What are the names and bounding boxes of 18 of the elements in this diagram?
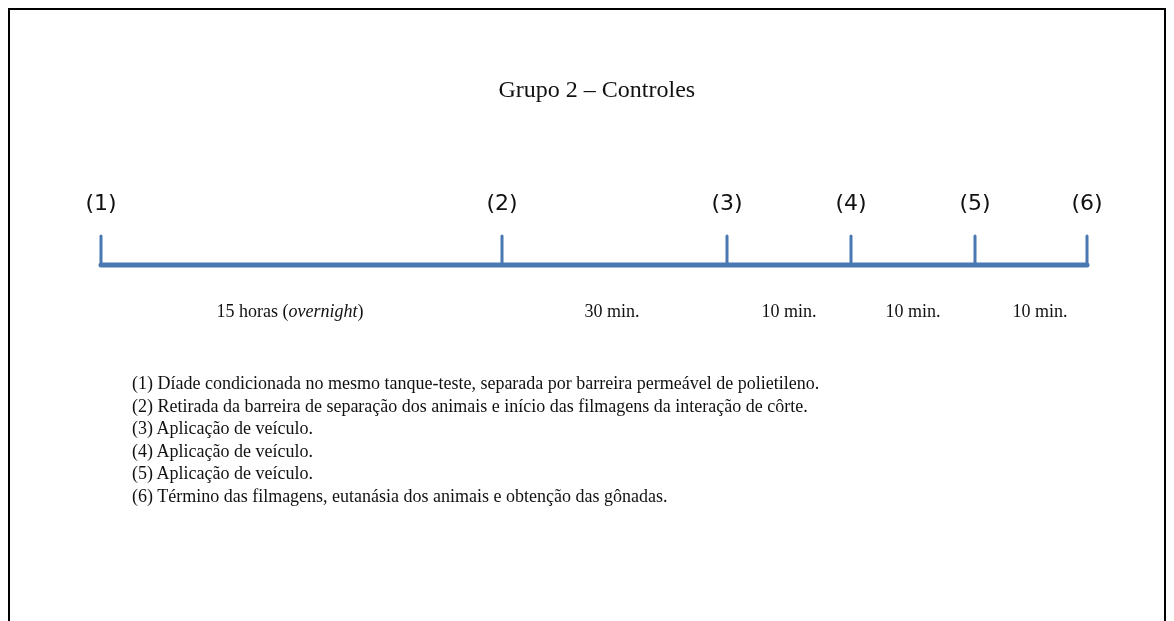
tick-number: (1) [85,190,117,215]
duration-label: 10 min. [1012,301,1068,322]
legend-note: (5) Aplicação de veículo. [132,463,313,484]
tick-number: (6) [1071,190,1103,215]
tick-number: (2) [486,190,518,215]
duration-label: 10 min. [885,301,941,322]
duration-label: 15 horas (overnight) [216,301,364,322]
tick-number: (3) [711,190,743,215]
tick-number: (4) [835,190,867,215]
legend-note: (6) Término das filmagens, eutanásia dos animais e obtenção das gônadas. [132,485,668,507]
legend-note: (1) Díade condicionada no mesmo tanque-teste, separada por barreira permeável de polietileno. [132,373,820,394]
diagram-title: Grupo 2 – Controles [498,76,696,103]
legend-note: (3) Aplicação de veículo. [132,418,313,439]
legend-note: (4) Aplicação de veículo. [132,440,313,462]
legend-note: (2) Retirada da barreira de separação dos animais e início das filmagens da interação de côrte. [132,395,808,417]
duration-label: 10 min. [761,301,817,322]
duration-label: 30 min. [584,301,640,322]
tick-number: (5) [959,190,991,215]
